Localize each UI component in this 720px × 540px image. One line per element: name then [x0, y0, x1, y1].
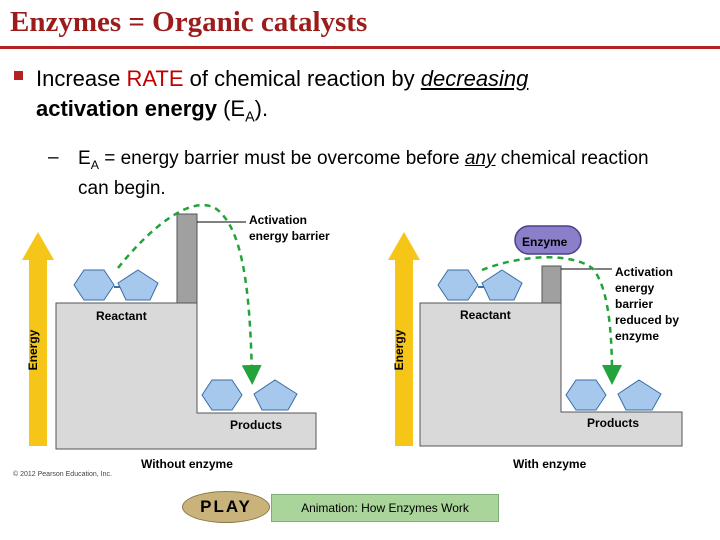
activation-energy-term: activation energy	[36, 96, 217, 121]
copyright-notice: © 2012 Pearson Education, Inc.	[13, 471, 112, 478]
bullet-2-text: = energy barrier must be overcome before	[98, 148, 465, 169]
bullet-1-text: ).	[254, 96, 269, 121]
subscript-a: A	[90, 157, 99, 172]
play-button[interactable]: PLAY	[182, 491, 270, 523]
title-divider	[0, 46, 720, 49]
activation-barrier-left	[176, 213, 198, 304]
enzyme-shape	[514, 225, 582, 255]
barrier-label-left-2: energy barrier	[249, 229, 330, 243]
barrier-label-left-1: Activation	[249, 213, 308, 227]
products-label-right: Products	[587, 416, 640, 430]
barrier-label-right-3: barrier	[615, 297, 654, 311]
bullet-2-dash: –	[48, 147, 59, 168]
bullet-1-text: Increase	[36, 66, 127, 91]
barrier-label-right-2: energy	[615, 281, 655, 295]
rate-word: RATE	[126, 66, 184, 91]
energy-axis-label-left: Energy	[26, 329, 40, 371]
product-molecules-right	[565, 379, 662, 411]
energy-axis-label-right: Energy	[392, 329, 406, 371]
caption-without-enzyme: Without enzyme	[141, 457, 233, 471]
reaction-path-arc-right	[481, 256, 622, 385]
reactant-label-left: Reactant	[96, 309, 147, 323]
barrier-label-right-1: Activation	[615, 265, 674, 279]
bullet-1-text: (E	[216, 96, 246, 121]
ea-symbol: E	[78, 148, 91, 169]
animation-link-button[interactable]: Animation: How Enzymes Work	[271, 494, 499, 522]
bullet-2: EA = energy barrier must be overcome bef…	[78, 147, 678, 201]
energy-arrow-right	[388, 232, 420, 446]
reactant-molecule-right	[437, 269, 523, 301]
bullet-1: Increase RATE of chemical reaction by de…	[36, 64, 706, 132]
reactant-label-right: Reactant	[460, 308, 511, 322]
decreasing-word: decreasing	[420, 66, 529, 91]
subscript-a: A	[245, 109, 255, 126]
product-molecules-left	[201, 379, 298, 411]
products-label-left: Products	[230, 418, 283, 432]
enzyme-label: Enzyme	[522, 235, 568, 249]
bullet-1-text: of chemical reaction by	[183, 66, 421, 91]
activation-barrier-right	[541, 265, 562, 304]
barrier-label-right-4: reduced by	[615, 313, 680, 327]
energy-arrow-left	[22, 232, 54, 446]
reactant-molecule-left	[73, 269, 159, 301]
caption-with-enzyme: With enzyme	[513, 457, 587, 471]
slide-title: Enzymes = Organic catalysts	[10, 6, 368, 38]
bullet-2-text: chemical reaction can begin.	[78, 148, 649, 199]
reaction-path-arc-left	[117, 203, 262, 385]
any-word: any	[464, 148, 496, 169]
barrier-label-right-5: enzyme	[615, 329, 660, 343]
bullet-marker	[14, 71, 23, 80]
